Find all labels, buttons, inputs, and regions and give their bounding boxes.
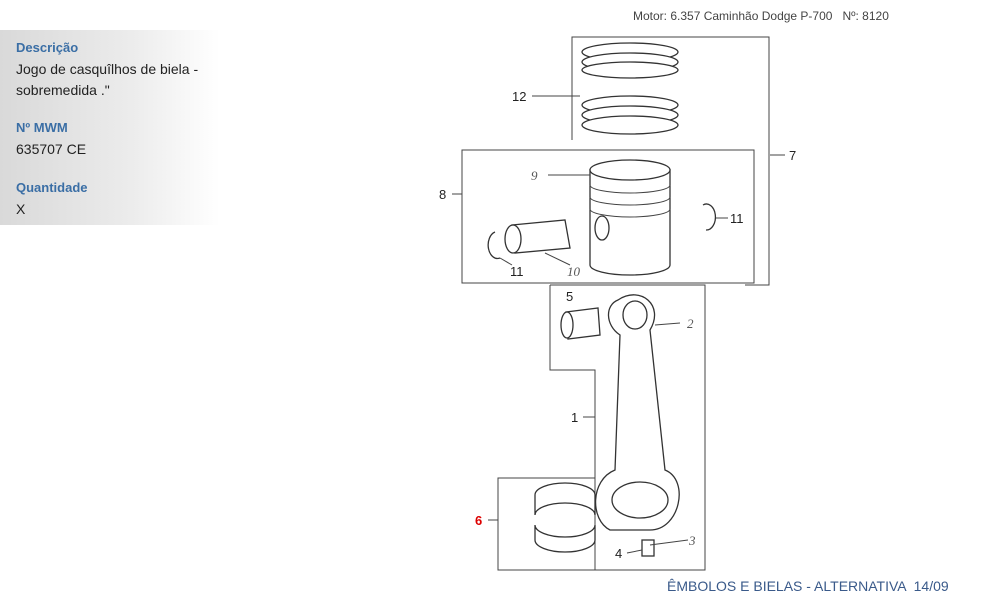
callout-6-highlighted: 6 (475, 513, 482, 528)
motor-header: Motor: 6.357 Caminhão Dodge P-700 Nº: 81… (633, 9, 889, 23)
piston (589, 159, 671, 276)
description-value: Jogo de casquîlhos de biela - sobremedid… (16, 61, 199, 98)
connecting-rod (594, 294, 680, 557)
piston-pin (504, 219, 571, 254)
part-info-panel: Descrição Jogo de casquîlhos de biela - … (0, 30, 220, 225)
piston-rings (581, 42, 679, 135)
leaders-10-11 (499, 217, 728, 266)
description-label: Descrição (16, 40, 79, 55)
section-footer: ÊMBOLOS E BIELAS - ALTERNATIVA 14/09 (667, 578, 949, 594)
callout-10: 10 (567, 264, 581, 279)
small-end-bushing (560, 307, 601, 340)
mwm-value: 635707 CE (16, 141, 87, 157)
callout-11-right: 11 (730, 211, 744, 226)
bearing-shells (534, 482, 596, 553)
callout-4: 4 (615, 546, 622, 561)
callout-8: 8 (439, 187, 446, 202)
circlip-right (702, 203, 717, 231)
callout-9: 9 (531, 168, 538, 183)
callout-1: 1 (571, 410, 578, 425)
quantity-label: Quantidade (16, 180, 88, 195)
circlip-left (487, 231, 501, 260)
callout-7: 7 (789, 148, 796, 163)
callout-3: 3 (688, 533, 696, 548)
bracket-8 (461, 149, 755, 284)
quantity-value: X (16, 201, 26, 217)
callout-11-left: 11 (510, 264, 524, 279)
bracket-rod (497, 284, 706, 571)
bracket-1 (549, 285, 596, 478)
callout-2: 2 (687, 316, 694, 331)
callout-12: 12 (512, 89, 526, 104)
mwm-label: Nº MWM (16, 120, 68, 135)
bracket-7 (571, 36, 770, 286)
leaders-2-3-4 (626, 322, 689, 554)
callout-5: 5 (566, 289, 573, 304)
